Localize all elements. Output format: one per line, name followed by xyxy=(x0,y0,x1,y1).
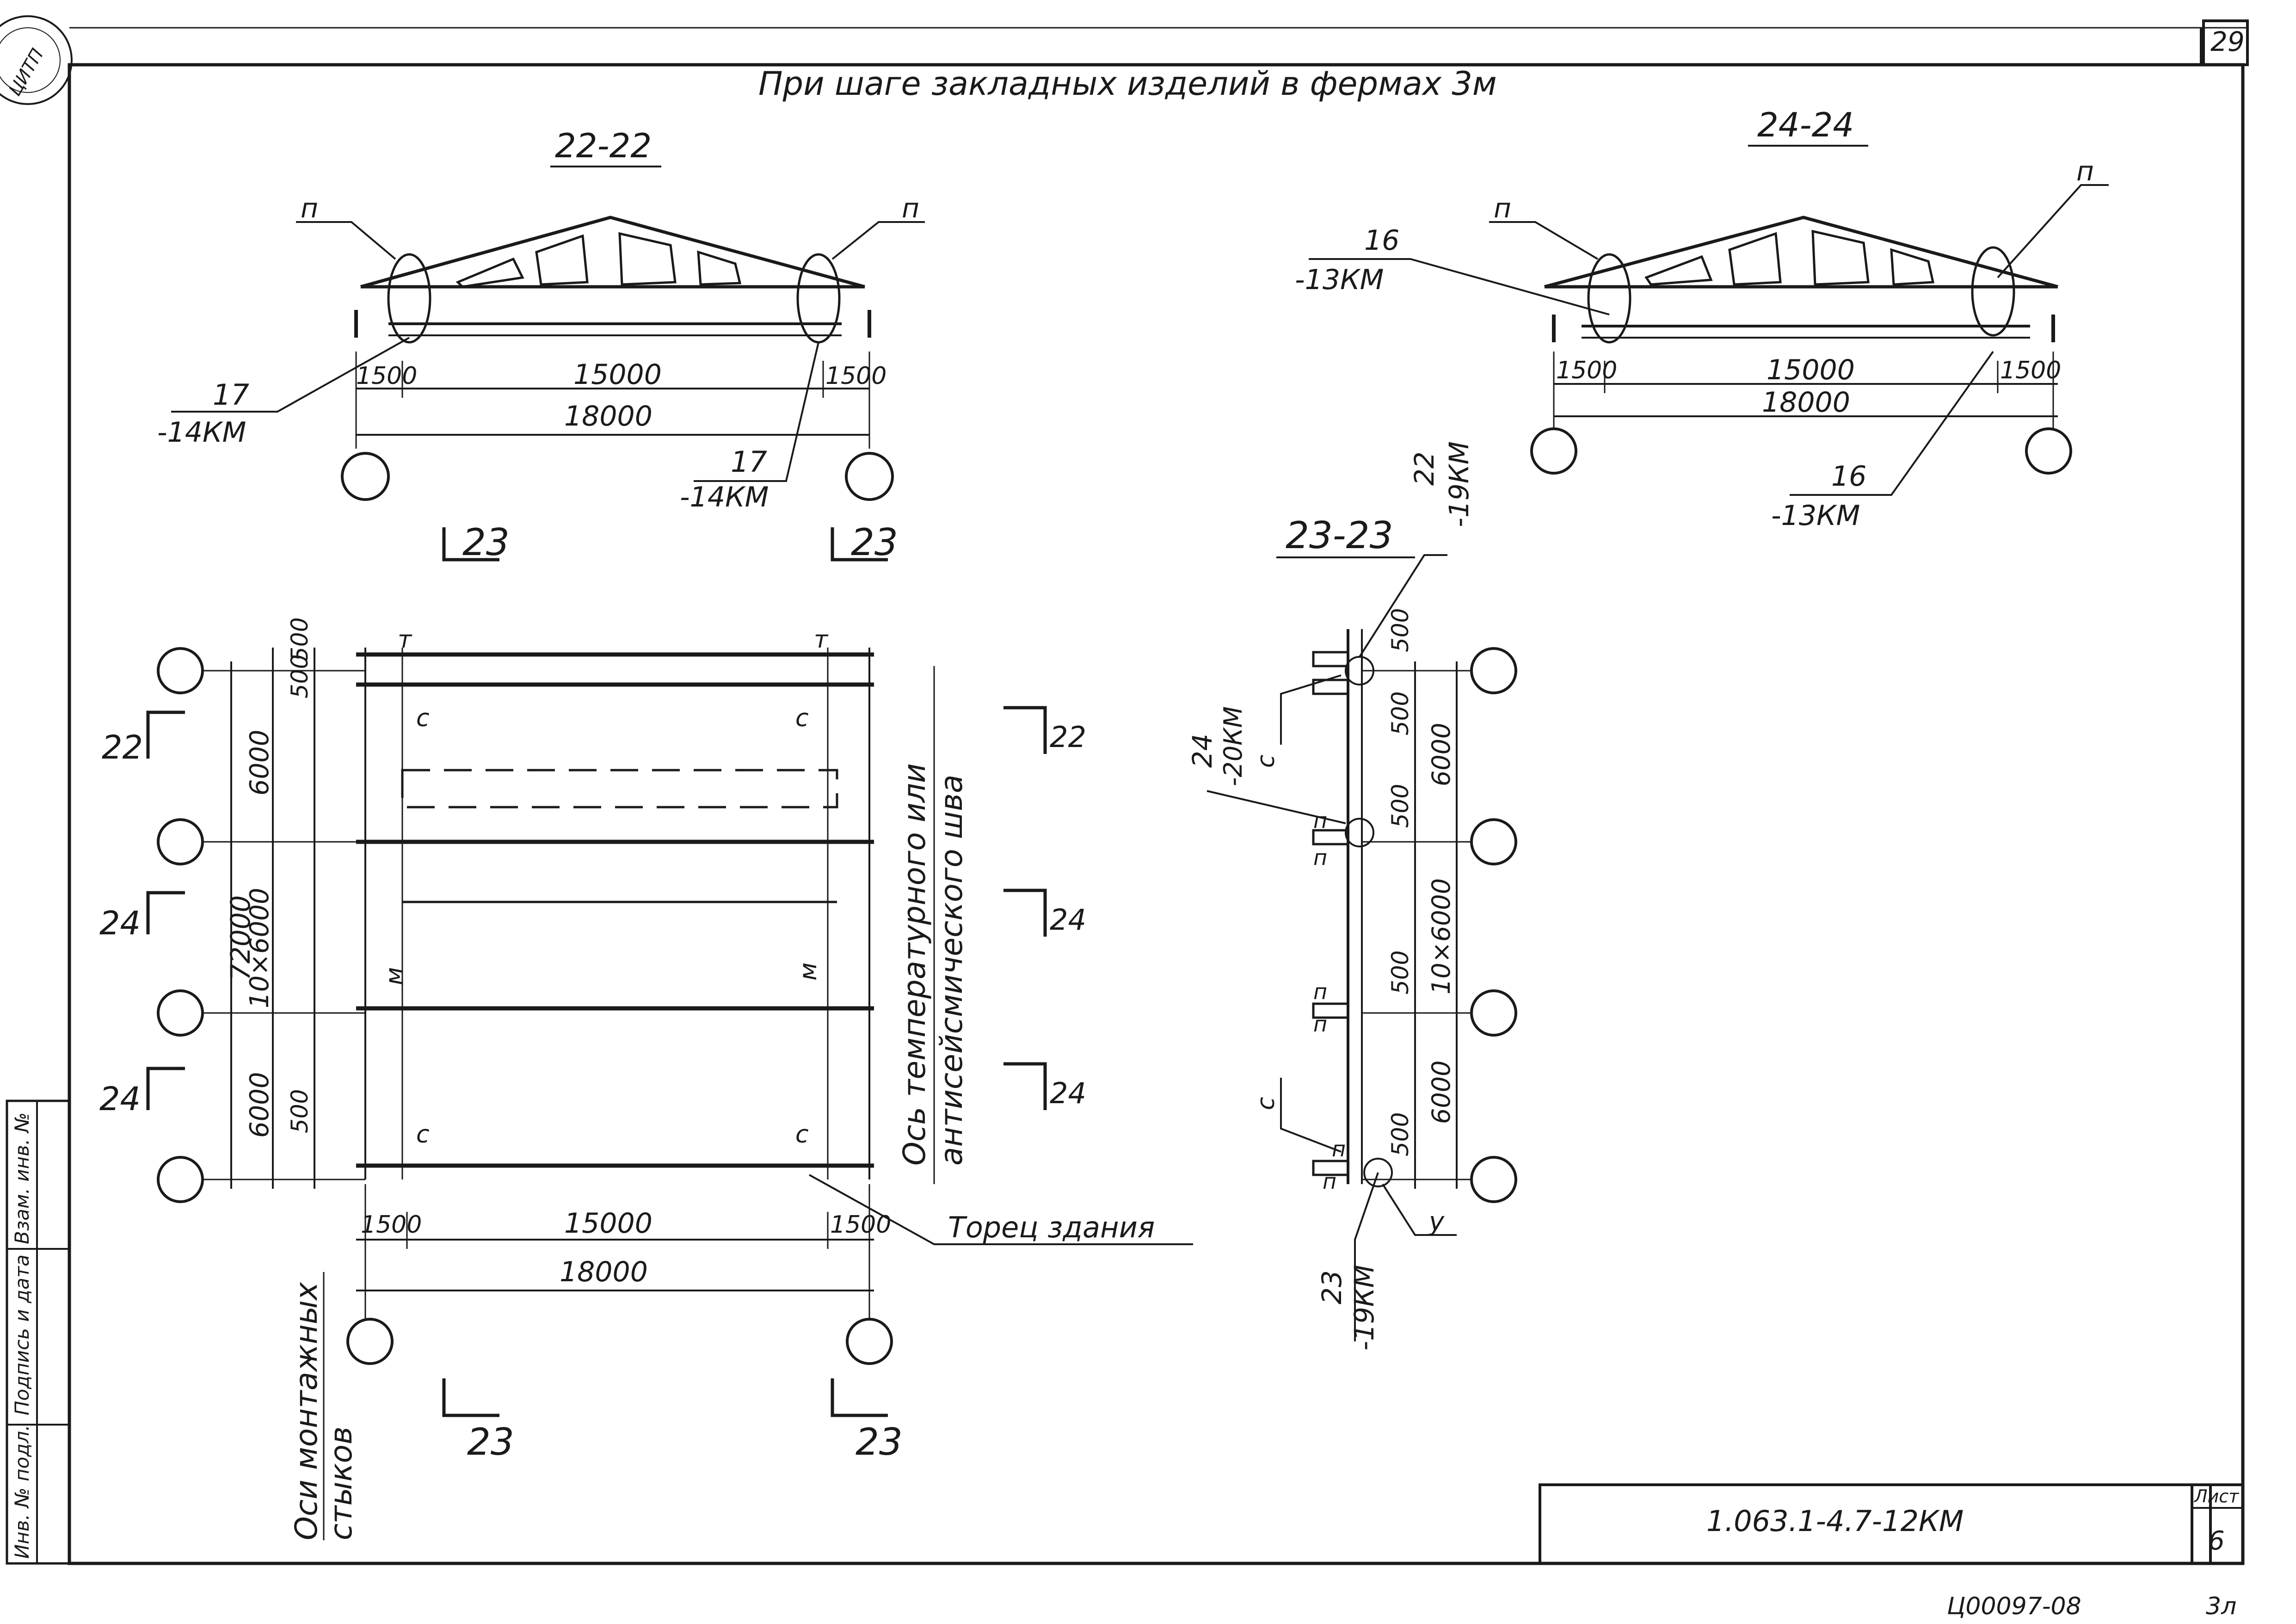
svg-text:10×6000: 10×6000 xyxy=(1427,878,1456,994)
mount-axes-line2: стыков xyxy=(323,1426,359,1540)
svg-text:15000: 15000 xyxy=(1767,354,1855,386)
sheet-frame: 29 xyxy=(68,19,2249,1565)
svg-text:24: 24 xyxy=(99,904,141,942)
svg-text:23: 23 xyxy=(462,521,510,564)
mount-axes-line1: Оси монтажных xyxy=(289,1282,324,1540)
svg-text:500: 500 xyxy=(286,1089,313,1133)
svg-text:23: 23 xyxy=(856,1420,903,1463)
svg-text:6000: 6000 xyxy=(1427,723,1456,786)
svg-text:1500: 1500 xyxy=(1556,357,1617,384)
svg-text:17: 17 xyxy=(731,445,767,479)
svg-text:24: 24 xyxy=(1187,734,1218,768)
svg-text:с: с xyxy=(795,704,809,732)
svg-text:с: с xyxy=(795,1121,809,1149)
svg-text:п: п xyxy=(1323,1169,1336,1194)
svg-text:18000: 18000 xyxy=(564,400,652,432)
svg-text:-19КМ: -19КМ xyxy=(1443,441,1475,527)
svg-text:с: с xyxy=(416,1121,430,1149)
section-23-title: 23-23 xyxy=(1286,514,1393,557)
svg-text:17: 17 xyxy=(213,378,249,412)
svg-text:у: у xyxy=(1428,1207,1445,1237)
svg-text:10×6000: 10×6000 xyxy=(245,888,275,1008)
svg-text:п: п xyxy=(1313,1012,1327,1037)
svg-text:ЦИТП: ЦИТП xyxy=(5,45,48,99)
stamp-vzam: Взам. инв. № xyxy=(11,1112,33,1244)
svg-text:23: 23 xyxy=(851,521,898,564)
svg-text:500: 500 xyxy=(286,655,313,698)
svg-text:-14КМ: -14КМ xyxy=(157,416,246,449)
svg-text:п: п xyxy=(1313,845,1327,870)
svg-text:п: п xyxy=(1494,192,1511,224)
svg-text:м: м xyxy=(381,967,408,985)
designation: 1.063.1-4.7-12КМ xyxy=(1706,1504,1964,1538)
svg-text:п: п xyxy=(902,192,919,224)
format-label: 3л xyxy=(2206,1593,2236,1620)
page-corner-number: 29 xyxy=(2210,26,2245,57)
svg-text:16: 16 xyxy=(1364,224,1399,257)
svg-text:-13КМ: -13КМ xyxy=(1771,500,1860,532)
section-24-24: 24-24 п п 16 -13КМ 16 -13КМ 1500 15000 1… xyxy=(1295,105,2109,532)
svg-text:с: с xyxy=(416,704,430,732)
facade-note: Торец здания xyxy=(948,1210,1155,1244)
section-24-title: 24-24 xyxy=(1757,105,1854,144)
side-stamp: Инв. № подл. Подпись и дата Взам. инв. № xyxy=(6,1099,71,1565)
svg-text:24: 24 xyxy=(99,1080,141,1118)
svg-text:п: п xyxy=(1313,979,1327,1004)
page-corner-box xyxy=(2202,19,2249,66)
sheet-title: При шаге закладных изделий в фермах 3м xyxy=(758,65,1497,103)
inventory-number: Ц00097-08 xyxy=(1947,1593,2081,1620)
svg-text:п: п xyxy=(1313,808,1327,833)
svg-text:1500: 1500 xyxy=(2000,357,2061,384)
title-block: 1.063.1-4.7-12КМ Лист 6 xyxy=(1539,1483,2244,1565)
svg-text:23: 23 xyxy=(467,1420,514,1463)
svg-text:м: м xyxy=(794,963,822,981)
svg-text:1500: 1500 xyxy=(361,1211,422,1239)
svg-text:16: 16 xyxy=(1831,460,1866,493)
svg-text:т: т xyxy=(814,626,829,654)
svg-text:500: 500 xyxy=(1387,784,1414,828)
svg-text:500: 500 xyxy=(286,617,313,661)
svg-text:-14КМ: -14КМ xyxy=(680,481,769,513)
svg-text:6000: 6000 xyxy=(245,1072,275,1138)
section-22-22: 22-22 п п 1500 15000 1500 18000 xyxy=(157,126,925,513)
svg-text:500: 500 xyxy=(1387,951,1414,994)
svg-text:22: 22 xyxy=(1050,720,1086,754)
svg-text:п: п xyxy=(301,192,318,224)
svg-text:18000: 18000 xyxy=(560,1256,648,1288)
svg-text:с: с xyxy=(1252,1097,1280,1110)
svg-text:6000: 6000 xyxy=(1427,1061,1456,1124)
svg-text:72000: 72000 xyxy=(225,895,256,981)
svg-text:-20КМ: -20КМ xyxy=(1219,706,1248,786)
svg-text:500: 500 xyxy=(1387,1112,1414,1156)
section-23-23: 23-23 500 500 500 500 500 6000 10×6000 6… xyxy=(1187,441,1517,1351)
svg-text:23: 23 xyxy=(1316,1270,1348,1304)
svg-text:18000: 18000 xyxy=(1762,386,1850,419)
svg-text:22: 22 xyxy=(1409,451,1440,486)
svg-text:500: 500 xyxy=(1387,608,1414,652)
plan-view: 23 23 23 23 xyxy=(99,521,1193,1540)
svg-text:500: 500 xyxy=(1387,692,1414,735)
svg-text:п: п xyxy=(2076,155,2094,187)
axis-note-line1: Ось температурного или xyxy=(897,763,932,1166)
svg-text:1500: 1500 xyxy=(825,362,886,390)
section-22-title: 22-22 xyxy=(555,126,652,165)
svg-text:15000: 15000 xyxy=(564,1207,652,1240)
svg-text:22: 22 xyxy=(102,729,143,766)
svg-text:24: 24 xyxy=(1050,1076,1086,1110)
svg-text:24: 24 xyxy=(1050,903,1086,937)
svg-text:1500: 1500 xyxy=(356,362,417,390)
svg-text:-19КМ: -19КМ xyxy=(1348,1265,1380,1351)
stamp-inv-podl: Инв. № подл. xyxy=(11,1425,33,1559)
axis-note-line2: антисейсмического шва xyxy=(934,774,969,1166)
svg-text:т: т xyxy=(398,626,412,654)
stamp-podpis: Подпись и дата xyxy=(11,1254,33,1415)
svg-text:15000: 15000 xyxy=(573,358,662,391)
svg-text:-13КМ: -13КМ xyxy=(1295,264,1384,296)
sheet-label: Лист xyxy=(2193,1486,2240,1507)
sheet-number: 6 xyxy=(2208,1526,2225,1556)
stamp-seal: ЦИТП xyxy=(0,15,73,105)
svg-text:с: с xyxy=(1252,754,1280,768)
svg-text:6000: 6000 xyxy=(245,729,275,796)
